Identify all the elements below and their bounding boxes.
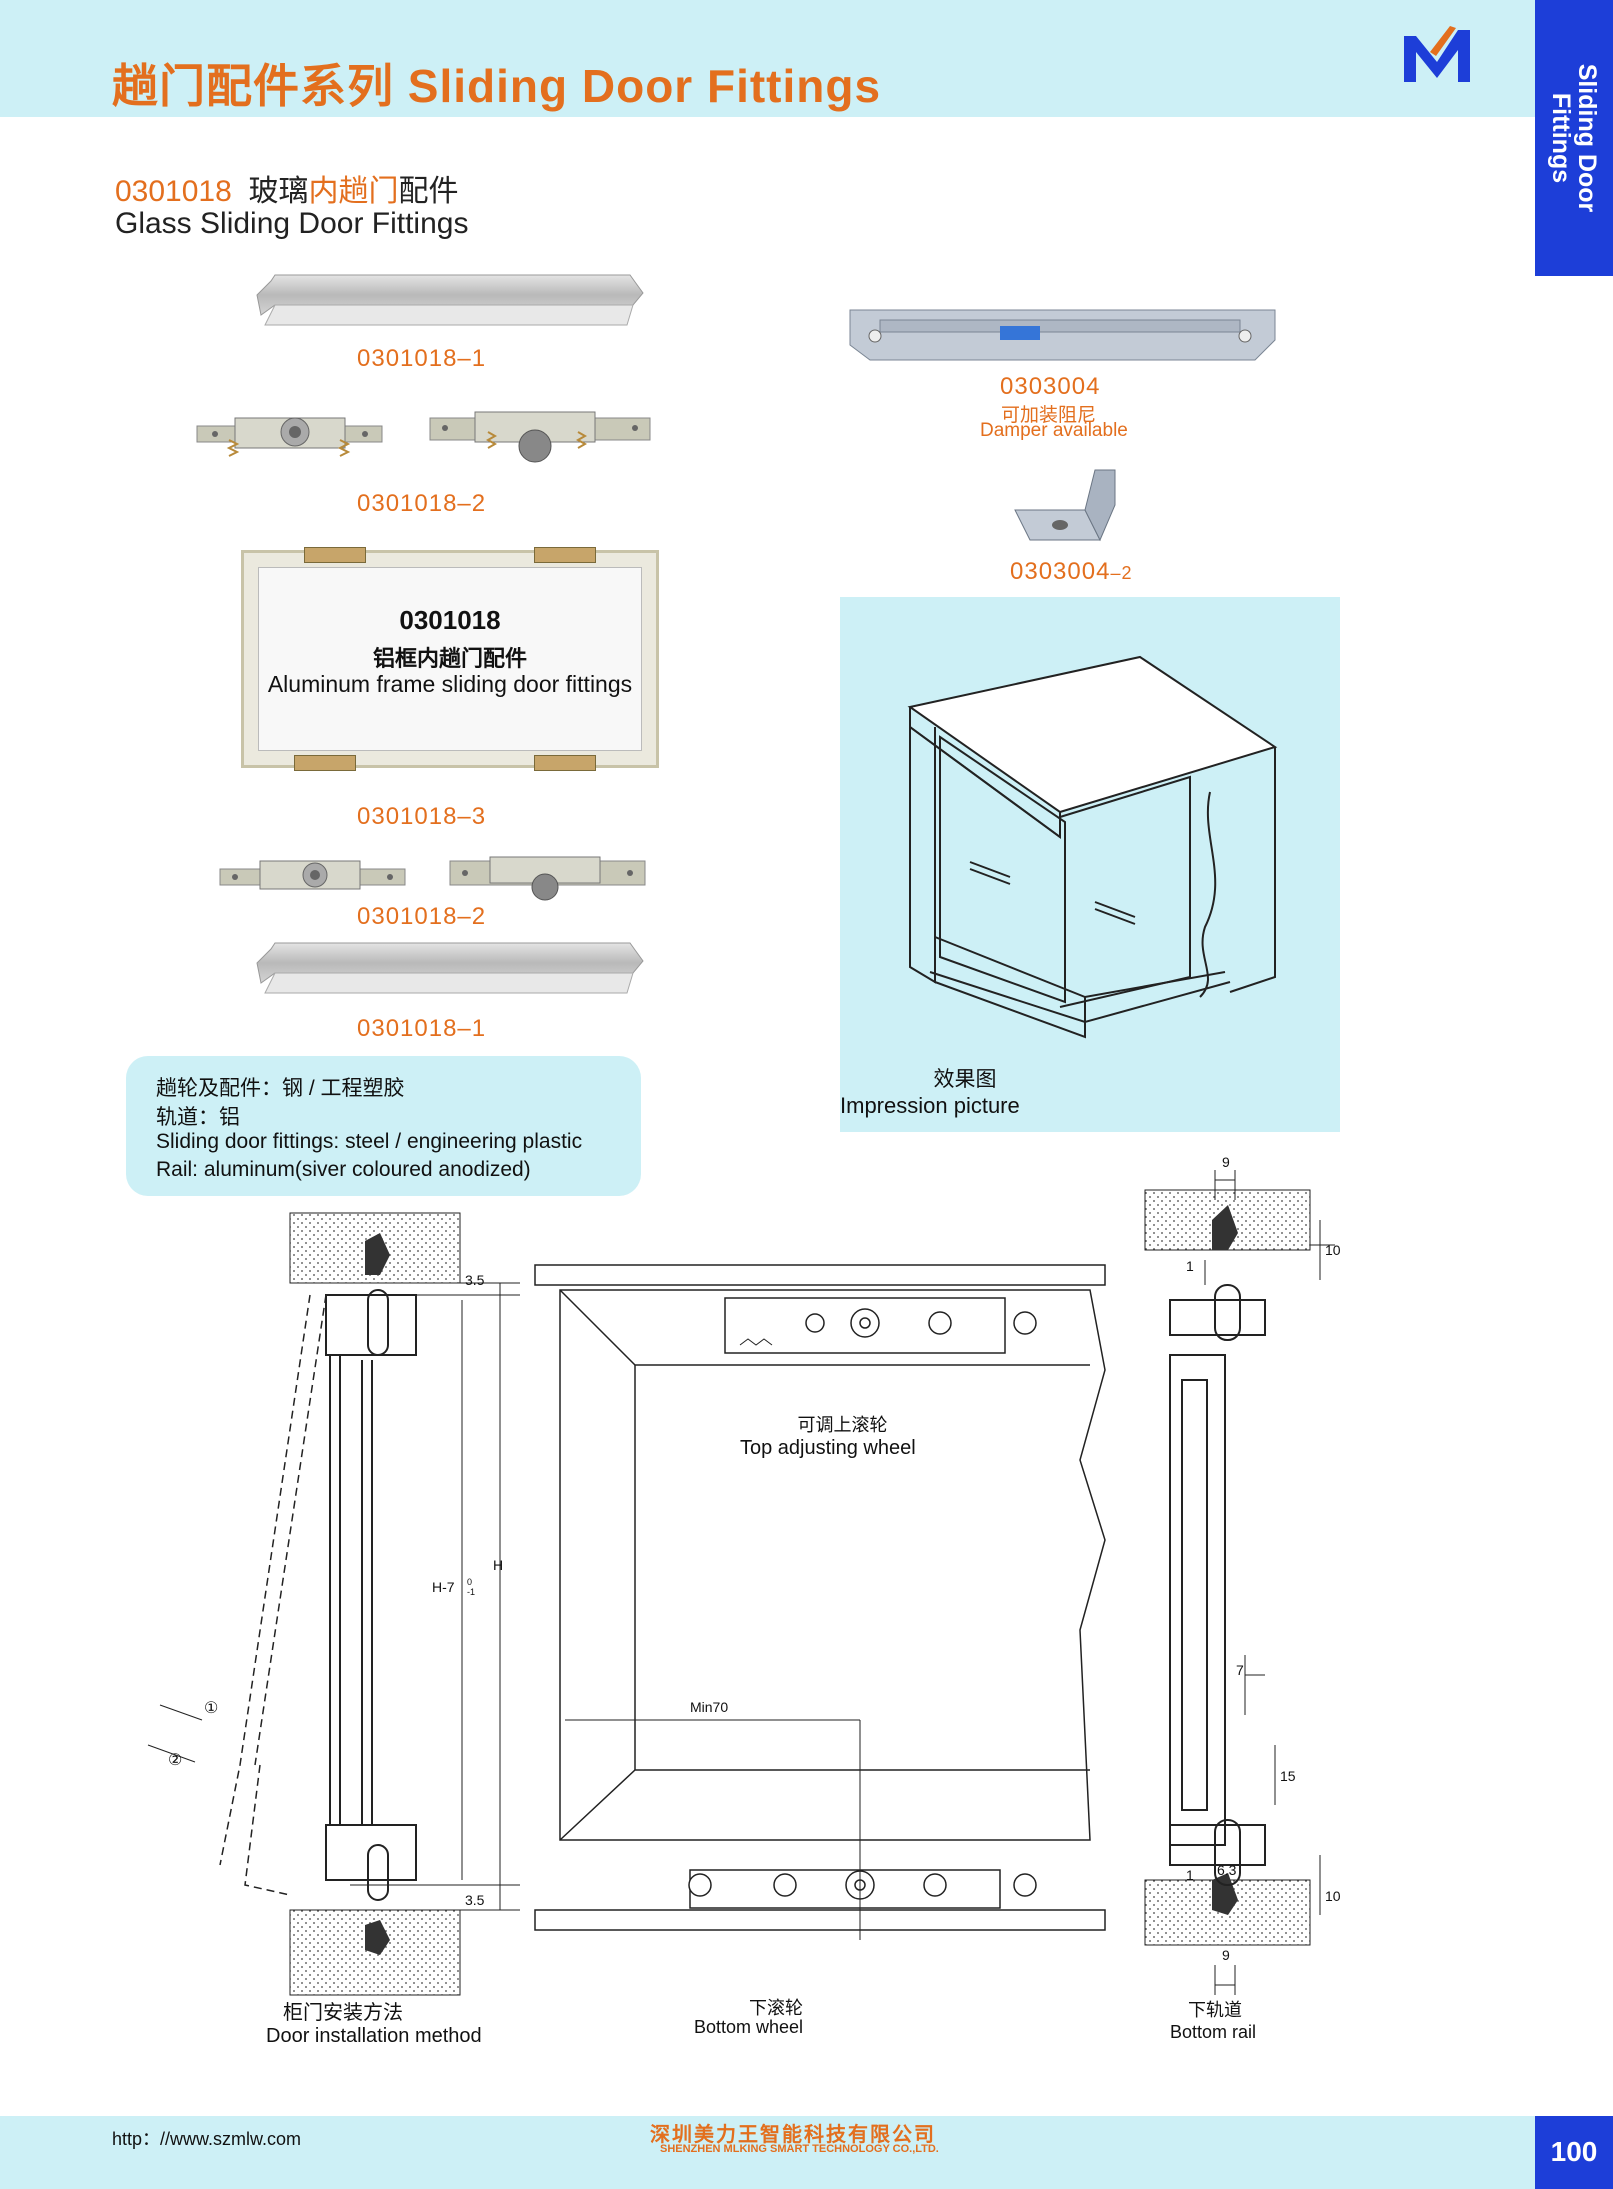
frame-code: 0301018 xyxy=(399,605,501,635)
wheel-position-drawing: Min70 xyxy=(534,1264,1106,1940)
bottom-rail-caption-en: Bottom rail xyxy=(1170,2022,1257,2042)
spec-line-2: 轨道：铝 xyxy=(156,1106,240,1129)
page-number-box: 100 xyxy=(1535,2116,1613,2189)
footer-bar xyxy=(0,2116,1613,2189)
part-label-rollers-bottom: 0301018–2 xyxy=(357,903,487,930)
install-caption-cn: 柜门安装方法 xyxy=(283,2002,403,2024)
frame-roller-bottom-right xyxy=(534,755,596,771)
frame-roller-top-right xyxy=(534,547,596,563)
bottom-rail-caption-cn: 下轨道 xyxy=(1188,2000,1242,2020)
section-title-suffix: 配件 xyxy=(398,175,459,208)
impression-panel: 效果图 Impression picture xyxy=(840,597,1340,1132)
mlking-logo-icon xyxy=(1404,26,1470,82)
frame-roller-bottom-left xyxy=(294,755,356,771)
damper-note-cn: 可加装阻尼 xyxy=(1001,405,1097,426)
step-2-marker: ② xyxy=(168,1752,182,1769)
section-title-prefix: 玻璃 xyxy=(248,175,309,208)
installation-drawing: 3.5 3.5 H H-7 0 -1 ① ② xyxy=(147,1212,520,1996)
part-label-bracket: 0303004–2 xyxy=(1010,558,1132,586)
frame-cn: 铝框内趟门配件 xyxy=(372,646,527,671)
section-title-cn: 0301018 玻璃内趟门配件 xyxy=(115,166,458,210)
side-tab-label: Sliding Door Fittings xyxy=(1547,63,1601,213)
aluminum-frame-image: 0301018 铝框内趟门配件 Aluminum frame sliding d… xyxy=(241,547,659,771)
page-title: 趟门配件系列 Sliding Door Fittings xyxy=(112,60,882,112)
part-label-rollers-top: 0301018–2 xyxy=(357,490,487,517)
dim-inner-tol-top: 0 xyxy=(467,1577,472,1587)
impression-caption-cn: 效果图 xyxy=(933,1068,997,1091)
step-1-marker: ① xyxy=(204,1700,218,1717)
install-caption-en: Door installation method xyxy=(266,2025,482,2047)
frame-panel xyxy=(258,567,642,751)
part-label-damper: 0303004 xyxy=(1000,373,1101,400)
dim-9-top: 9 xyxy=(1222,1154,1230,1170)
bracket-label-main: 0303004 xyxy=(1010,558,1111,585)
spec-line-3: Sliding door fittings: steel / engineeri… xyxy=(156,1130,583,1153)
cabinet-illustration xyxy=(907,655,1278,1039)
dim-bottom-gap: 3.5 xyxy=(465,1892,485,1908)
dim-15: 15 xyxy=(1280,1768,1296,1784)
dim-inner: H-7 xyxy=(432,1579,455,1595)
dim-6-3: 6.3 xyxy=(1217,1862,1237,1878)
top-wheel-caption-en: Top adjusting wheel xyxy=(740,1437,916,1459)
dim-top-gap: 3.5 xyxy=(465,1272,485,1288)
bottom-wheel-caption-en: Bottom wheel xyxy=(694,2017,804,2037)
spec-line-1: 趟轮及配件：钢 / 工程塑胶 xyxy=(156,1077,405,1100)
header-band xyxy=(0,0,1535,117)
side-tab: Sliding Door Fittings xyxy=(1535,0,1613,276)
section-title-highlight: 内趟门 xyxy=(308,175,399,208)
section-title-en: Glass Sliding Door Fittings xyxy=(115,207,469,240)
frame-en: Aluminum frame sliding door fittings xyxy=(267,671,633,697)
bottom-wheel-caption-cn: 下滚轮 xyxy=(749,1998,803,2018)
part-label-rail-top: 0301018–1 xyxy=(357,345,487,372)
dim-7: 7 xyxy=(1236,1662,1244,1678)
footer-company-cn: 深圳美力王智能科技有限公司 xyxy=(650,2124,936,2146)
roller-pair-bottom-image xyxy=(219,856,646,901)
bracket-label-suffix: –2 xyxy=(1110,563,1133,583)
dim-1-top: 1 xyxy=(1186,1258,1194,1274)
dim-inner-tol-bot: -1 xyxy=(467,1587,475,1597)
frame-roller-top-left xyxy=(304,547,366,563)
roller-pair-top-image xyxy=(196,411,651,463)
rail-top-image xyxy=(256,274,644,326)
part-label-rail-bottom: 0301018–1 xyxy=(357,1015,487,1042)
rail-bottom-image xyxy=(256,942,644,994)
rail-section-drawing: 9 10 1 7 15 6.3 1 10 9 xyxy=(1144,1154,1341,1995)
damper-note-en: Damper available xyxy=(980,420,1128,441)
top-wheel-caption-cn: 可调上滚轮 xyxy=(797,1415,888,1435)
dim-H: H xyxy=(493,1557,503,1573)
page-number: 100 xyxy=(1550,2136,1598,2167)
spec-line-4: Rail: aluminum(siver coloured anodized) xyxy=(156,1158,531,1181)
dim-min70: Min70 xyxy=(690,1699,728,1715)
impression-caption-en: Impression picture xyxy=(840,1093,1020,1118)
dim-10-bottom: 10 xyxy=(1325,1888,1341,1904)
dim-1-bottom: 1 xyxy=(1186,1867,1194,1883)
bracket-image xyxy=(1014,469,1116,542)
footer-company-en: SHENZHEN MLKING SMART TECHNOLOGY CO.,LTD… xyxy=(660,2143,939,2155)
footer-url[interactable]: http：//www.szmlw.com xyxy=(112,2129,302,2149)
dim-9-bottom: 9 xyxy=(1222,1947,1230,1963)
spec-box: 趟轮及配件：钢 / 工程塑胶 轨道：铝 Sliding door fitting… xyxy=(126,1056,641,1196)
part-label-frame: 0301018–3 xyxy=(357,803,487,830)
dim-10-top: 10 xyxy=(1325,1242,1341,1258)
section-code: 0301018 xyxy=(115,175,232,208)
damper-image xyxy=(849,309,1276,361)
